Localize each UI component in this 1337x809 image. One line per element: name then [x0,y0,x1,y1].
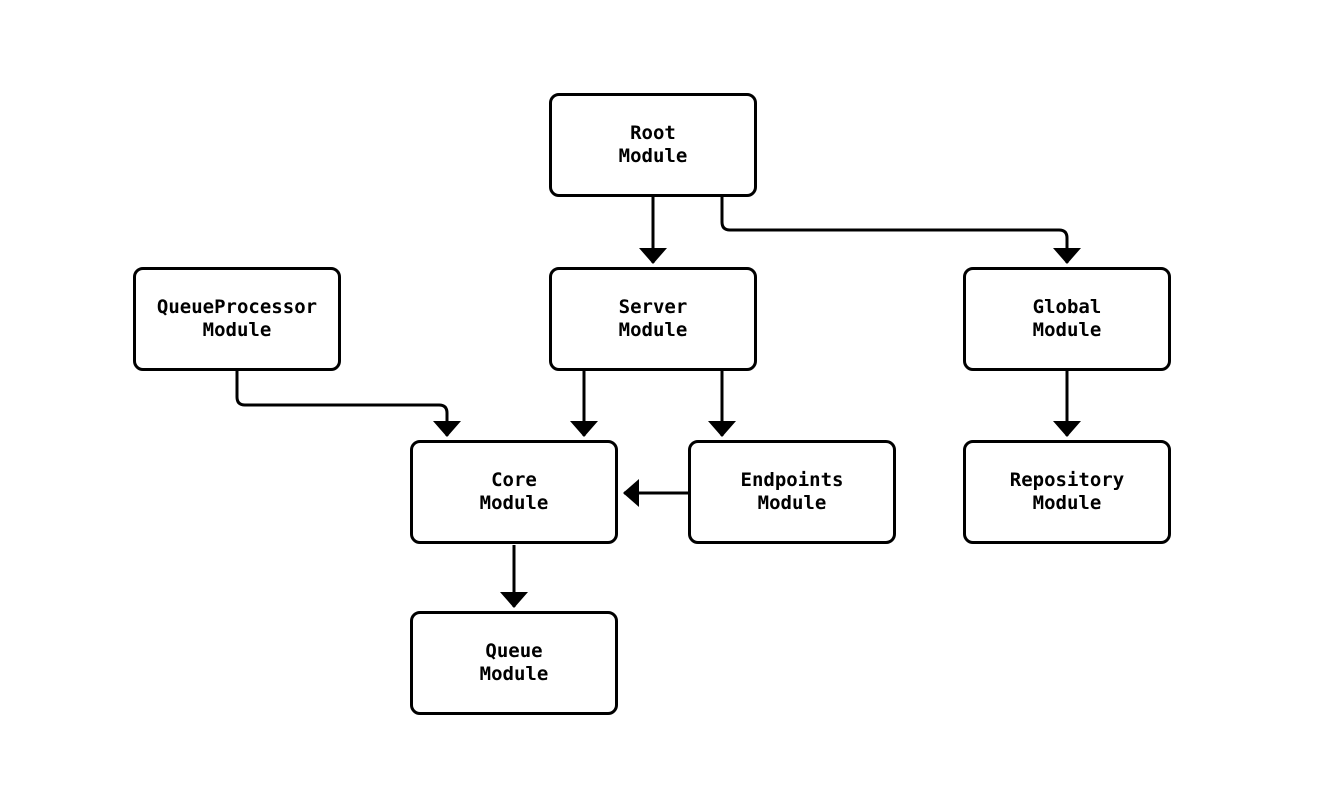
edge-queueprocessor-module-to-core-module [235,371,461,437]
node-server-module: Server Module [549,267,757,371]
node-global-module-label: Global Module [1032,296,1102,341]
node-global-module: Global Module [963,267,1171,371]
node-root-module: Root Module [549,93,757,197]
node-repository-module: Repository Module [963,440,1171,544]
node-core-module: Core Module [410,440,618,544]
node-endpoints-module-label: Endpoints Module [740,469,844,514]
node-core-module-label: Core Module [479,469,549,514]
node-queueprocessor-module-label: QueueProcessor Module [156,296,318,341]
node-server-module-label: Server Module [618,296,688,341]
edge-root-module-to-global-module [720,197,1081,264]
node-endpoints-module: Endpoints Module [688,440,896,544]
node-queueprocessor-module: QueueProcessor Module [133,267,341,371]
node-root-module-label: Root Module [618,122,688,167]
node-repository-module-label: Repository Module [1009,469,1125,514]
node-queue-module-label: Queue Module [479,640,549,685]
node-queue-module: Queue Module [410,611,618,715]
